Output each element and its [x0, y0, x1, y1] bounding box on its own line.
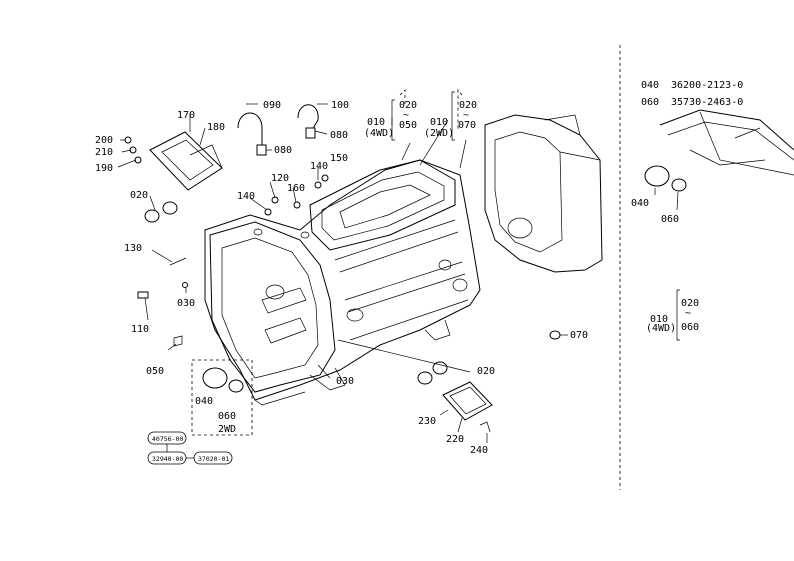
cap-040-left — [202, 367, 228, 389]
callout-070: 070 — [570, 330, 588, 341]
callout-200: 200 — [95, 135, 113, 146]
callout-080: 080 — [274, 145, 292, 156]
callout-070: 070 — [458, 120, 476, 131]
callout-4wd: (4WD) — [646, 323, 676, 334]
callout-030: 030 — [177, 298, 195, 309]
cap-060-right — [671, 178, 687, 192]
cap-060-left — [228, 379, 244, 393]
stamp-text: 32940-00 — [152, 455, 183, 463]
callout-060: 060 — [681, 322, 699, 333]
callout-050: 050 — [399, 120, 417, 131]
part-ref: 060 — [641, 97, 659, 108]
fitting-080-b — [305, 127, 316, 139]
cover-plate-220 — [442, 381, 493, 433]
callout-110: 110 — [131, 324, 149, 335]
callout-090: 090 — [263, 100, 281, 111]
stamp-text: 40756-00 — [152, 435, 183, 443]
breather-pipe-100 — [297, 104, 319, 131]
seals-020-left — [144, 201, 178, 223]
part-number: 35730-2463-0 — [671, 97, 743, 108]
callout-tilde: ~ — [403, 110, 409, 121]
small-hardware — [124, 136, 329, 347]
callout-130: 130 — [124, 243, 142, 254]
callout-160: 160 — [287, 183, 305, 194]
callout-010: 010 — [650, 314, 668, 325]
callout-040: 040 — [195, 396, 213, 407]
callout-020: 020 — [477, 366, 495, 377]
stamp-text: 37020-01 — [198, 455, 229, 463]
callout-060: 060 — [218, 411, 236, 422]
callout-210: 210 — [95, 147, 113, 158]
plug-070 — [549, 330, 561, 340]
callout-020: 020 — [681, 298, 699, 309]
callout-020: 020 — [130, 190, 148, 201]
callout-050: 050 — [146, 366, 164, 377]
fitting-080-a — [256, 144, 267, 156]
callout-020: 020 — [459, 100, 477, 111]
rear-housing — [484, 114, 603, 273]
2wd-box — [191, 359, 253, 436]
callout-060: 060 — [661, 214, 679, 225]
brackets — [391, 91, 680, 341]
callout-tilde: ~ — [685, 308, 691, 319]
callout-2wd: (2WD) — [424, 128, 454, 139]
part-number: 36200-2123-0 — [671, 80, 743, 91]
callout-240: 240 — [470, 445, 488, 456]
callout-tilde: ~ — [463, 110, 469, 121]
breather-plate-assembly — [149, 131, 223, 191]
callout-100: 100 — [331, 100, 349, 111]
seals-020-right — [417, 361, 448, 385]
callout-190: 190 — [95, 163, 113, 174]
callout-230: 230 — [418, 416, 436, 427]
callout-170: 170 — [177, 110, 195, 121]
leader-lines — [117, 88, 568, 443]
callout-180: 180 — [207, 122, 225, 133]
callout-030: 030 — [336, 376, 354, 387]
part-ref: 040 — [641, 80, 659, 91]
inset-view — [619, 45, 794, 490]
callout-080: 080 — [330, 130, 348, 141]
callout-040: 040 — [631, 198, 649, 209]
callout-150: 150 — [330, 153, 348, 164]
callout-010: 010 — [367, 117, 385, 128]
callout-140: 140 — [310, 161, 328, 172]
transmission-case — [204, 159, 481, 406]
callout-020: 020 — [399, 100, 417, 111]
reference-stamps: 40756-00 32940-00 37020-01 — [147, 431, 233, 465]
callout-220: 220 — [446, 434, 464, 445]
cap-040-right — [644, 165, 670, 187]
callout-120: 120 — [271, 173, 289, 184]
callout-4wd: (4WD) — [364, 128, 394, 139]
callout-2wd-box: 2WD — [218, 424, 236, 435]
callout-010: 010 — [430, 117, 448, 128]
breather-pipe-090 — [237, 112, 263, 145]
callout-140: 140 — [237, 191, 255, 202]
